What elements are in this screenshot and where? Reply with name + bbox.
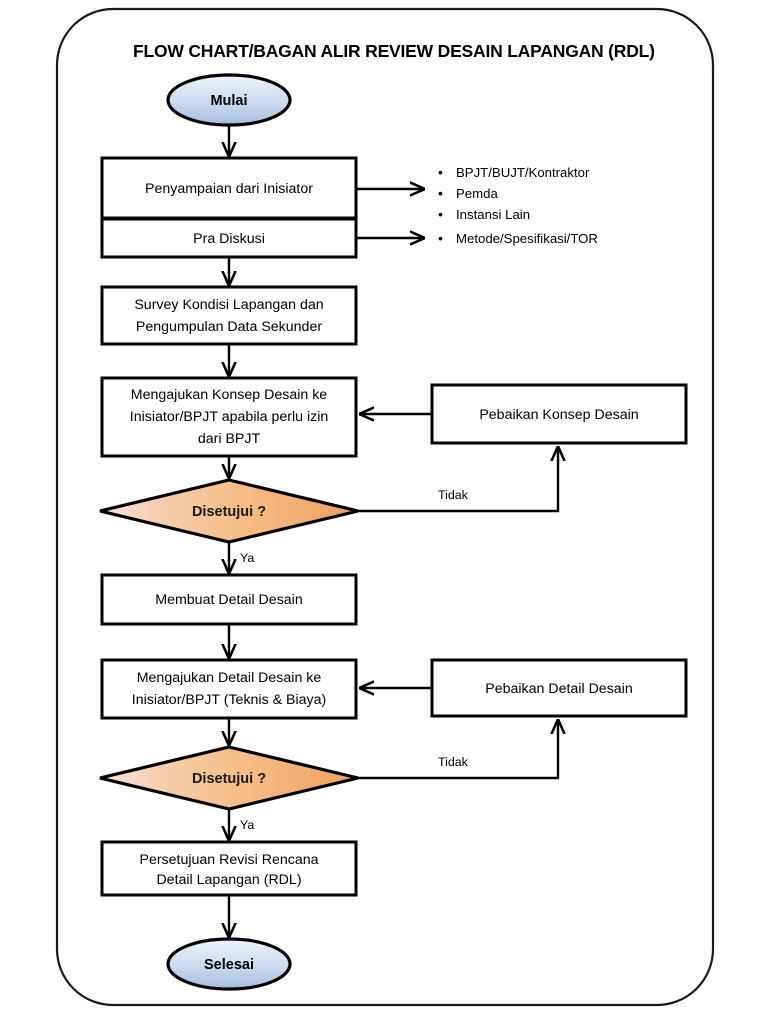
node-konsep-line1: Mengajukan Konsep Desain ke bbox=[131, 387, 327, 403]
node-survey-shape bbox=[100, 285, 358, 346]
node-survey-line1: Survey Kondisi Lapangan dan bbox=[134, 297, 323, 313]
node-konsep-line2: Inisiator/BPJT apabila perlu izin bbox=[130, 409, 328, 425]
node-persetujuan-shape bbox=[100, 840, 358, 897]
node-perbaikan-konsep-label: Pebaikan Konsep Desain bbox=[479, 407, 638, 423]
note-bullet-icon: • bbox=[438, 164, 443, 180]
node-perbaikan-konsep-shape bbox=[430, 383, 688, 445]
outer-frame bbox=[55, 7, 715, 1007]
note-bullet-icon: • bbox=[438, 206, 443, 222]
node-decision2-label: Disetujui ? bbox=[192, 771, 266, 787]
node-penyampaian-shape bbox=[100, 156, 358, 220]
note-bullet-icon: • bbox=[438, 230, 443, 246]
edge-label-tidak-1: Tidak bbox=[438, 488, 469, 502]
node-end-shape bbox=[166, 937, 292, 991]
edge-label-tidak-2: Tidak bbox=[438, 755, 469, 769]
edge-decision2-tidak bbox=[358, 720, 558, 780]
edge-decision1-tidak bbox=[358, 447, 558, 513]
node-pra-diskusi-label: Pra Diskusi bbox=[193, 231, 265, 247]
note-penyampaian-item-2: Instansi Lain bbox=[456, 207, 530, 222]
node-end-label: Selesai bbox=[204, 957, 254, 973]
node-perbaikan-detail-shape bbox=[430, 658, 688, 718]
node-persetujuan-line2: Detail Lapangan (RDL) bbox=[156, 872, 301, 888]
edge-label-ya-2: Ya bbox=[240, 818, 254, 832]
note-penyampaian-item-1: Pemda bbox=[456, 186, 498, 201]
node-decision1-label: Disetujui ? bbox=[192, 504, 266, 520]
node-penyampaian-label: Penyampaian dari Inisiator bbox=[145, 181, 313, 197]
node-detail-shape bbox=[100, 658, 358, 720]
node-perbaikan-detail-label: Pebaikan Detail Desain bbox=[485, 681, 632, 697]
node-start-label: Mulai bbox=[210, 93, 247, 109]
node-membuat-detail-shape bbox=[100, 573, 358, 626]
node-konsep-shape bbox=[100, 376, 358, 458]
node-detail-line2: Inisiator/BPJT (Teknis & Biaya) bbox=[132, 692, 327, 708]
note-pra-diskusi-item-0: Metode/Spesifikasi/TOR bbox=[456, 231, 598, 246]
node-detail-line1: Mengajukan Detail Desain ke bbox=[137, 670, 322, 686]
note-bullet-icon: • bbox=[438, 185, 443, 201]
note-penyampaian-item-0: BPJT/BUJT/Kontraktor bbox=[456, 165, 590, 180]
node-survey-line2: Pengumpulan Data Sekunder bbox=[136, 319, 322, 335]
node-konsep-line3: dari BPJT bbox=[198, 431, 261, 447]
node-membuat-detail-label: Membuat Detail Desain bbox=[155, 592, 302, 608]
edge-label-ya-1: Ya bbox=[240, 551, 254, 565]
node-persetujuan-line1: Persetujuan Revisi Rencana bbox=[139, 852, 318, 868]
page-title: FLOW CHART/BAGAN ALIR REVIEW DESAIN LAPA… bbox=[133, 41, 655, 61]
